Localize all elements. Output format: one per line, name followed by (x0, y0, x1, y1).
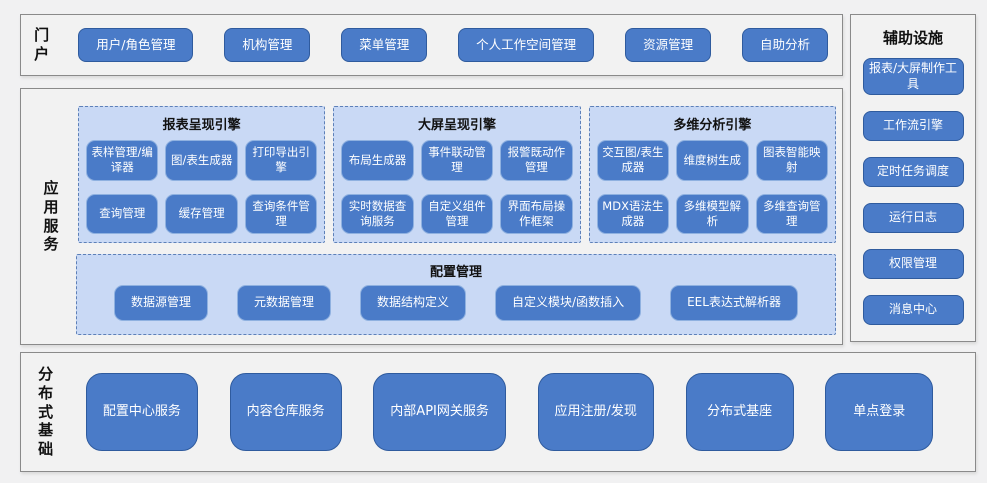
engine-item: 缓存管理 (165, 193, 238, 234)
distributed-label: 分布式基础 (38, 365, 54, 459)
aux-item: 定时任务调度 (862, 157, 964, 187)
engine-item: 事件联动管理 (420, 140, 494, 181)
auxiliary-title: 辅助设施 (882, 29, 943, 47)
config-item: 元数据管理 (237, 285, 332, 321)
engine-box-report: 报表呈现引擎 表样管理/编译器 图/表生成器 打印导出引擎 查询管理 缓存管理 … (78, 106, 326, 243)
engine-item: 图表智能映射 (755, 140, 828, 181)
engine-item: 布局生成器 (341, 140, 414, 181)
aux-item: 权限管理 (862, 249, 964, 279)
config-item: 数据结构定义 (360, 285, 467, 321)
engine-item: 图/表生成器 (165, 140, 238, 181)
engine-item: 多维查询管理 (755, 193, 828, 234)
portal-label: 门户 (34, 26, 50, 63)
dist-item-app-registry: 应用注册/发现 (537, 373, 654, 451)
engine-box-olap: 多维分析引擎 交互图/表生成器 维度树生成 图表智能映射 MDX语法生成器 多维… (588, 106, 836, 243)
config-title: 配置管理 (429, 265, 482, 280)
engine-item: 界面布局操作框架 (500, 193, 573, 234)
app-services-panel: 应用服务 报表呈现引擎 表样管理/编译器 图/表生成器 打印导出引擎 查询管理 … (20, 88, 843, 345)
portal-button-row: 用户/角色管理 机构管理 菜单管理 个人工作空间管理 资源管理 自助分析 (78, 28, 828, 62)
engine-item: 报警既动作管理 (500, 140, 573, 181)
config-box: 配置管理 数据源管理 元数据管理 数据结构定义 自定义模块/函数插入 EEL表达… (76, 254, 836, 335)
engine-title: 报表呈现引擎 (162, 118, 241, 133)
engine-title: 多维分析引擎 (673, 118, 752, 133)
engine-item: 维度树生成 (676, 140, 749, 181)
engine-title: 大屏呈现引擎 (417, 118, 496, 133)
aux-item: 运行日志 (862, 203, 964, 233)
engine-row: 报表呈现引擎 表样管理/编译器 图/表生成器 打印导出引擎 查询管理 缓存管理 … (78, 106, 836, 243)
auxiliary-panel: 辅助设施 报表/大屏制作工具 工作流引擎 定时任务调度 运行日志 权限管理 消息… (850, 14, 976, 342)
engine-item: 表样管理/编译器 (86, 140, 159, 181)
portal-item-menu: 菜单管理 (341, 28, 428, 62)
engine-item: 查询条件管理 (244, 193, 318, 234)
config-item: EEL表达式解析器 (670, 285, 798, 321)
dist-item-config-center: 配置中心服务 (85, 373, 198, 451)
aux-item: 工作流引擎 (862, 111, 964, 141)
aux-item: 报表/大屏制作工具 (862, 58, 964, 95)
dist-item-content-repo: 内容仓库服务 (229, 373, 342, 451)
engine-item: 打印导出引擎 (244, 140, 318, 181)
distributed-panel: 分布式基础 配置中心服务 内容仓库服务 内部API网关服务 应用注册/发现 分布… (20, 352, 976, 472)
engine-item: 多维模型解析 (676, 193, 749, 234)
engine-item: 查询管理 (86, 193, 159, 234)
app-services-label: 应用服务 (43, 179, 59, 254)
dist-item-api-gateway: 内部API网关服务 (373, 373, 506, 451)
portal-item-org: 机构管理 (224, 28, 311, 62)
portal-item-selfservice: 自助分析 (741, 28, 828, 62)
engine-item: MDX语法生成器 (596, 193, 670, 234)
portal-item-resource: 资源管理 (625, 28, 712, 62)
engine-box-dashboard: 大屏呈现引擎 布局生成器 事件联动管理 报警既动作管理 实时数据查询服务 自定义… (333, 106, 581, 243)
dist-item-base: 分布式基座 (685, 373, 794, 451)
portal-panel: 门户 用户/角色管理 机构管理 菜单管理 个人工作空间管理 资源管理 自助分析 (20, 14, 843, 76)
engine-item: 交互图/表生成器 (596, 140, 670, 181)
portal-item-workspace: 个人工作空间管理 (458, 28, 595, 62)
dist-item-sso: 单点登录 (825, 373, 934, 451)
config-item: 自定义模块/函数插入 (495, 285, 642, 321)
config-item: 数据源管理 (114, 285, 209, 321)
aux-item: 消息中心 (862, 295, 964, 325)
engine-item: 自定义组件管理 (420, 193, 494, 234)
engine-item: 实时数据查询服务 (341, 193, 414, 234)
portal-item-user-role: 用户/角色管理 (78, 28, 194, 62)
